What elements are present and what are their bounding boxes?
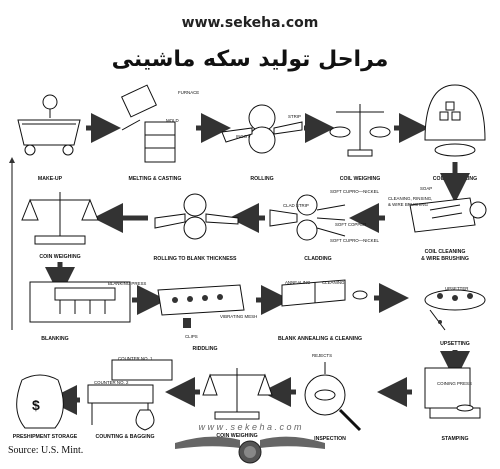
cladding-illustration [269,194,346,241]
label-furnace: FURNACE [178,90,199,95]
stage-coin-weighing-2: COIN WEIGHING [216,433,257,439]
stage-counting-bagging: COUNTING & BAGGING [95,434,154,440]
stage-blanking: BLANKING [41,336,68,342]
label-soap: SOAP [420,186,432,191]
label-vibrating-mesh: VIBRATING MESH [220,314,257,319]
label-counter-2: COUNTER NO. 2 [94,380,129,385]
label-clad-strip: CLAD STRIP [283,203,309,208]
inspection-illustration [304,362,362,432]
stage-coin-weighing: COIN WEIGHING [39,254,80,260]
site-url: www.sekeha.com [182,15,319,31]
stage-coil-weighing: COIL WEIGHING [340,176,381,182]
stage-cladding: CLADDING [304,256,331,262]
winged-emblem-logo [175,436,325,464]
label-soft-cupro-1: SOFT CUPRO—NICKEL [330,189,380,194]
label-clips: CLIPS [185,334,198,339]
label-soft-copper: SOFT COPPER [335,222,366,227]
label-coining-press: COINING PRESS [437,381,472,386]
label-mold: MOLD [166,118,179,123]
rolling-illustration [221,104,303,154]
coin-weighing-illustration [21,192,99,245]
stage-coil-cleaning: COIL CLEANING [425,249,466,255]
label-cleaning: CLEANING [322,280,345,285]
watermark: w w w . s e k e h a . c o m [198,422,302,432]
label-upsetter: UPSETTER [445,286,468,291]
make-up-illustration [17,94,81,156]
melting-casting-illustration [120,84,176,163]
label-ingot: INGOT [236,134,250,139]
riddling-illustration [157,284,245,328]
blank-annealing-illustration [281,279,368,307]
blanking-illustration [29,281,131,323]
upsetting-illustration [424,289,486,331]
label-cleaning-rinsing: CLEANING, RINSING, [388,196,432,201]
stage-upsetting: UPSETTING [440,341,470,347]
label-rejects: REJECTS [312,353,332,358]
stage-rolling: ROLLING [250,176,273,182]
counting-bagging-illustration [87,359,173,431]
coil-cleaning-illustration [409,197,487,233]
coin-weighing-2-illustration [202,368,273,420]
stage-coil-cleaning-2: & WIRE BRUSHING [421,256,469,262]
stamping-illustration [424,367,481,419]
stage-make-up: MAKE-UP [38,176,63,182]
coil-weighing-illustration [329,104,391,157]
stage-riddling: RIDDLING [192,346,217,352]
label-annealing: ANNEALING [285,280,311,285]
label-blanking-press: BLANKING PRESS [108,281,146,286]
stage-inspection: INSPECTION [314,436,346,442]
label-wire-brushing: & WIRE BRUSHING [388,202,429,207]
stage-stamping: STAMPING [442,436,469,442]
rolling-blank-illustration [154,193,239,240]
label-strip: STRIP [288,114,301,119]
stage-preshipment: PRESHIPMENT STORAGE [13,434,78,440]
stage-melting-casting: MELTING & CASTING [129,176,182,182]
page-title: مراحل تولید سکه ماشینی [112,47,389,72]
svg-text:$: $ [32,397,40,413]
preshipment-illustration: $ [16,374,64,429]
label-soft-cupro-2: SOFT CUPRO—NICKEL [330,238,380,243]
coil-annealing-illustration [424,84,486,157]
stage-rolling-blank: ROLLING TO BLANK THICKNESS [154,256,237,262]
stage-blank-annealing: BLANK ANNEALING & CLEANING [278,336,362,342]
source-note: Source: U.S. Mint. [8,445,83,456]
label-counter-1: COUNTER NO. 1 [118,356,153,361]
